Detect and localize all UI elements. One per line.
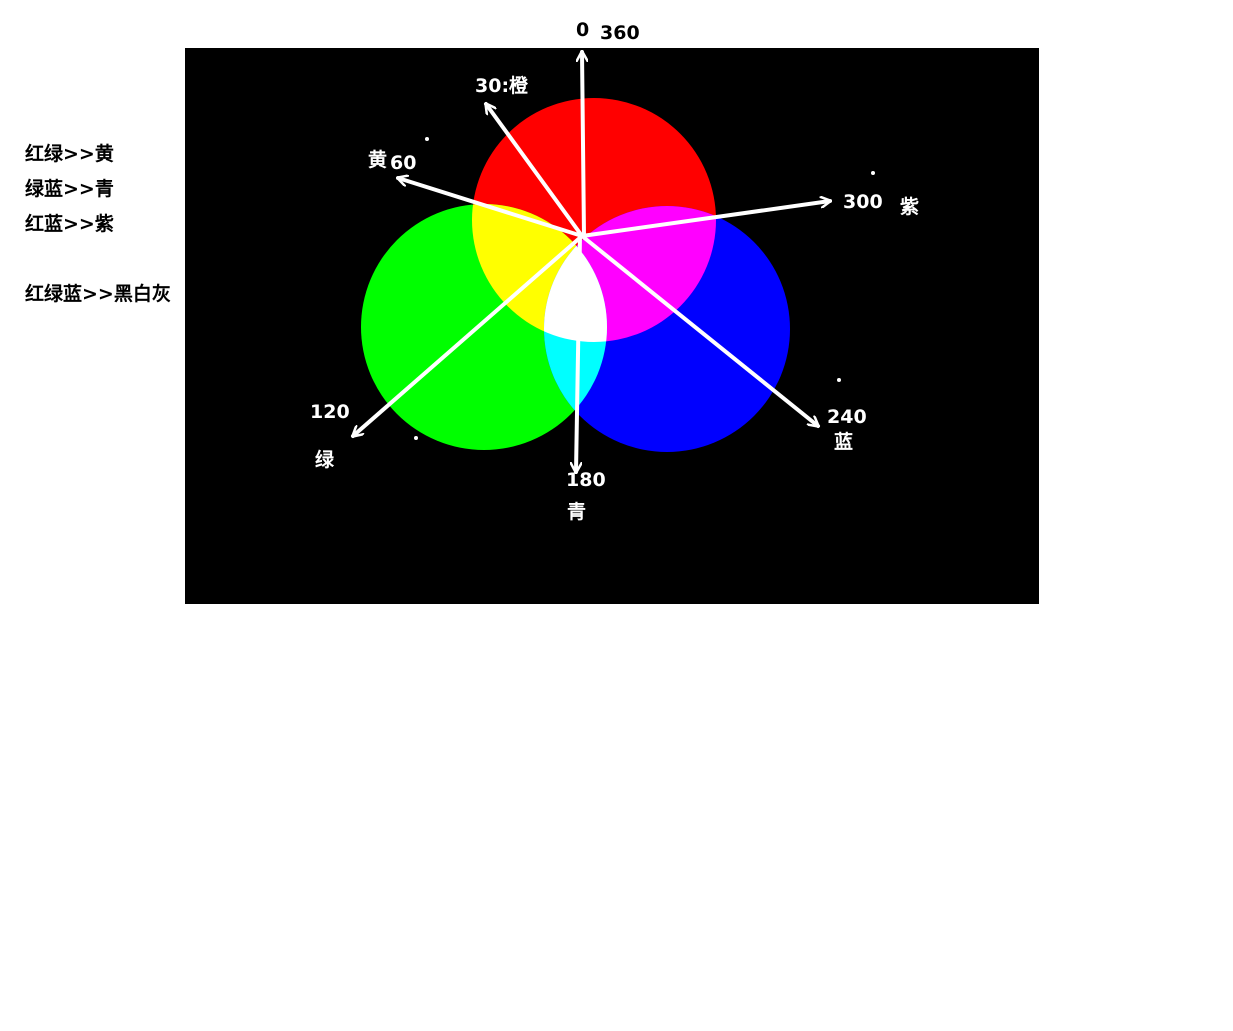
- label-green-name: 绿: [315, 449, 335, 471]
- arrow-240: [580, 234, 818, 426]
- note-red-blue-purple: 红蓝>>紫: [25, 213, 114, 235]
- dot-marker: [414, 436, 418, 440]
- dot-marker: [425, 137, 429, 141]
- note-red-green-yellow: 红绿>>黄: [25, 143, 114, 165]
- label-30-orange: 30:橙: [475, 75, 529, 97]
- arrow-0-360: [582, 52, 584, 238]
- label-180: 180: [566, 469, 606, 491]
- label-120: 120: [310, 401, 350, 423]
- color-wheel-panel: 180 青 120 绿 240 蓝 300 紫 30:橙 黄 60: [185, 48, 1039, 604]
- arrow-30: [486, 104, 584, 238]
- label-blue-name: 蓝: [834, 431, 854, 453]
- label-0: 0: [576, 19, 590, 41]
- arrow-120: [353, 234, 584, 436]
- arrow-60: [398, 178, 584, 238]
- label-cyan-name: 青: [567, 501, 587, 523]
- dot-marker: [837, 378, 841, 382]
- label-300: 300: [843, 191, 883, 213]
- dot-marker: [871, 171, 875, 175]
- arrow-300: [580, 201, 830, 238]
- label-360: 360: [600, 22, 640, 44]
- arrow-180: [576, 234, 580, 472]
- label-240: 240: [827, 406, 867, 428]
- label-60: 60: [390, 152, 417, 174]
- note-rgb-grayscale: 红绿蓝>>黑白灰: [25, 283, 171, 305]
- note-green-blue-cyan: 绿蓝>>青: [25, 178, 114, 200]
- label-purple-name: 紫: [900, 196, 920, 218]
- label-yellow-name: 黄: [368, 149, 388, 171]
- rgb-venn-diagram: [185, 48, 875, 604]
